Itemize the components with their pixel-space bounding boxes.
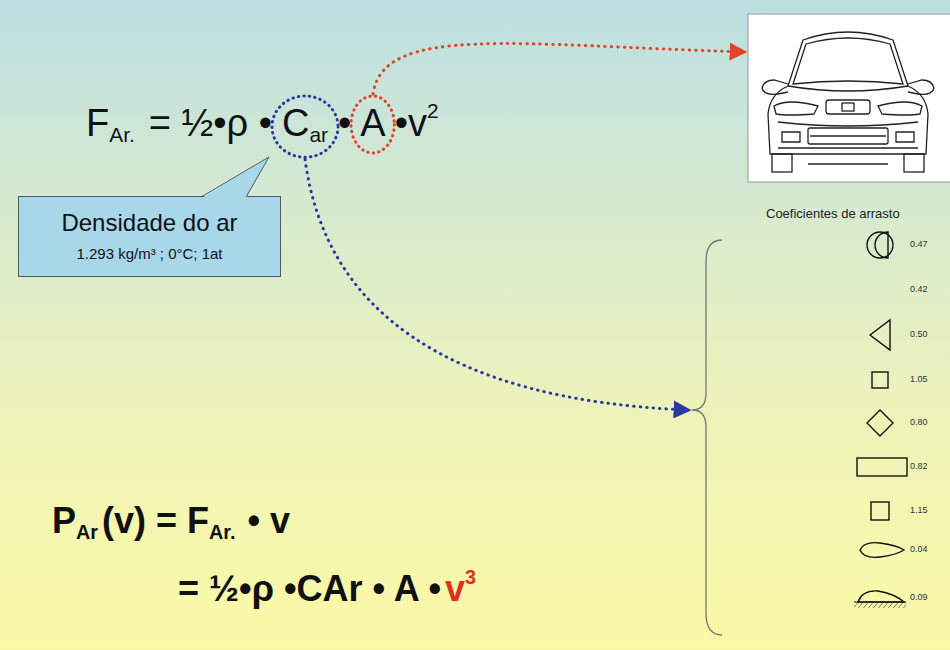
formula-text: P [52, 500, 76, 541]
formula-text: = ½•ρ • [149, 102, 272, 144]
drag-coefficient-value: 1.15 [910, 505, 928, 515]
curly-bracket [692, 240, 722, 635]
formula-symbol: A [360, 102, 385, 144]
drag-coefficient-value: 0.47 [910, 239, 928, 249]
formula-text: (v) = F [102, 500, 209, 541]
callout-box: Densidade do ar 1.293 kg/m³ ; 0°C; 1at [18, 196, 281, 277]
drag-coefficient-value: 0.42 [910, 284, 928, 294]
formula-line: = ½•ρ •CAr • A •v3 [178, 566, 476, 610]
formula-text: 3 [465, 566, 476, 588]
ground-hatching [854, 602, 906, 608]
callout-value: 1.293 kg/m³ ; 0°C; 1at [23, 245, 276, 262]
formula-text: v [445, 568, 465, 609]
drag-coefficient-value: 0.80 [910, 417, 928, 427]
drag-coefficient-value: 0.82 [910, 461, 928, 471]
drag-coefficient-value: 1.05 [910, 374, 928, 384]
leader-to-car-area [373, 44, 744, 94]
formula-text: • v [247, 500, 290, 541]
formula-text: Ar. [109, 123, 135, 146]
formula-text: Ar [76, 521, 98, 543]
formula-line: FAr.= ½•ρ •Car•A•v2 [86, 96, 439, 157]
callout-pointer [199, 157, 271, 199]
ground-line [854, 601, 906, 602]
formula-text: •v [395, 102, 427, 144]
formula-text: F [86, 102, 109, 144]
drag-coefficient-value: 0.04 [910, 544, 928, 554]
formula-text: Ar. [209, 521, 235, 543]
leader-to-coefficients [305, 159, 688, 410]
car-front-drawing [748, 14, 950, 182]
formula-text: = ½•ρ •CAr • A • [178, 568, 441, 609]
drag-coefficient-value: 0.50 [910, 329, 928, 339]
formula-line: PAr(v) = FAr. • v [52, 500, 290, 544]
panel-title: Coeficientes de arrasto [766, 206, 900, 221]
dotted-circle-highlight: A [351, 96, 394, 153]
drag-coefficient-value: 0.09 [910, 592, 928, 602]
formula-text: 2 [427, 99, 439, 122]
formula-text: • [338, 102, 351, 144]
dotted-circle-highlight: Car [272, 96, 338, 157]
formula-symbol: C [282, 102, 309, 144]
callout-heading: Densidade do ar [23, 209, 276, 237]
formula-symbol: ar [309, 123, 328, 146]
drag-shapes [857, 232, 907, 602]
